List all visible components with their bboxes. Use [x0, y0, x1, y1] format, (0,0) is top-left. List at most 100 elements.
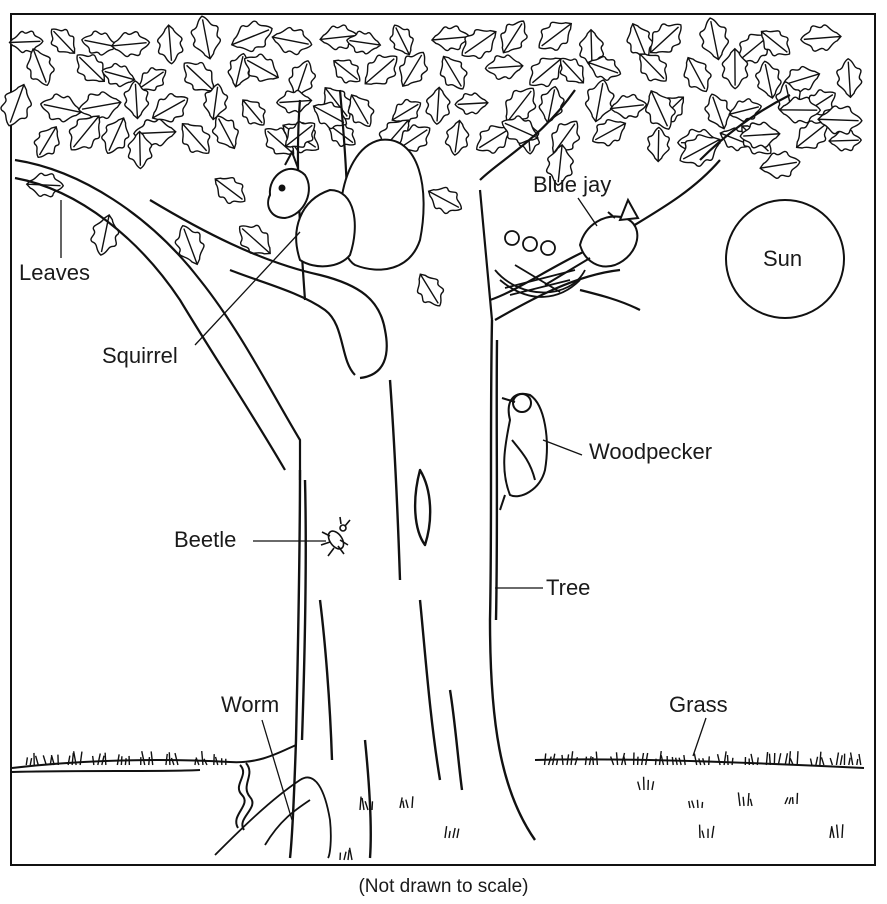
grass-tufts [25, 750, 862, 861]
grass-tuft [716, 751, 734, 766]
grass-tuft [693, 753, 710, 766]
grass-tuft [543, 753, 559, 766]
oak-leaf [190, 15, 221, 60]
oak-leaf [721, 47, 749, 90]
oak-leaf [639, 53, 668, 82]
oak-leaf [101, 62, 136, 88]
label-tree: Tree [546, 575, 591, 600]
blue-jay-illustration [544, 197, 640, 286]
oak-leaf [430, 25, 471, 52]
worm-illustration [235, 762, 254, 831]
oak-leaf [416, 273, 445, 307]
oak-leaf [778, 96, 822, 124]
oak-leaf [817, 105, 863, 135]
grass-tuft [609, 752, 627, 766]
oak-leaf [211, 115, 239, 150]
diagram-caption: (Not drawn to scale) [358, 876, 529, 897]
oak-leaf [454, 92, 489, 115]
blue-jay-leader-line [577, 197, 598, 227]
oak-leaf [795, 120, 829, 149]
grass-tuft [698, 824, 715, 839]
squirrel-illustration [267, 138, 425, 271]
label-beetle: Beetle [174, 527, 237, 552]
oak-leaf [645, 89, 676, 130]
grass-tuft [359, 796, 374, 811]
oak-leaf [836, 57, 863, 99]
grass-tuft [67, 751, 83, 766]
grass-leader-line [692, 717, 707, 757]
oak-leaf [110, 31, 151, 58]
grass-tuft [140, 751, 154, 766]
oak-leaf [800, 24, 842, 52]
oak-leaf [587, 55, 622, 81]
oak-leaf [649, 23, 682, 54]
oak-leaf [699, 17, 730, 61]
grass-tuft [829, 752, 846, 766]
oak-leaf [759, 150, 801, 179]
woodpecker-illustration [499, 392, 548, 511]
oak-leaf [755, 60, 782, 100]
grass-tuft [339, 847, 353, 861]
diagram-frame [10, 13, 876, 866]
oak-leaf [538, 21, 573, 51]
label-woodpecker: Woodpecker [589, 439, 713, 464]
grass-tuft [671, 754, 686, 766]
oak-leaf [33, 126, 60, 158]
oak-leaf [364, 54, 398, 85]
oak-leaf [123, 80, 150, 120]
leader-lines [60, 197, 707, 821]
grass-tuft [688, 799, 704, 809]
grass-tuft [116, 754, 131, 766]
oak-leaf [214, 177, 246, 205]
grass-tuft [632, 752, 649, 766]
grass-tuft [584, 751, 599, 766]
oak-leaf [101, 117, 130, 155]
grass-tuft [784, 792, 799, 805]
oak-leaf [592, 118, 627, 147]
label-worm: Worm [221, 692, 280, 717]
grass-tuft [809, 751, 825, 766]
oak-leaf [127, 130, 153, 170]
oak-leaf [444, 119, 470, 156]
oak-leaf [26, 47, 55, 87]
grass-tuft [637, 776, 655, 791]
oak-leaf [319, 24, 359, 51]
grass-tuft [213, 754, 227, 766]
tree-trunk [288, 319, 536, 859]
oak-leaf [704, 93, 732, 130]
oak-leaf [347, 94, 375, 127]
oak-leaf [484, 54, 524, 80]
oak-leaf [647, 126, 670, 163]
oak-leaf [151, 92, 189, 123]
beetle-illustration [320, 516, 351, 557]
oak-leaf [559, 57, 585, 84]
grass-tuft [765, 751, 782, 766]
oak-leaf [156, 24, 184, 65]
oak-leaf [782, 65, 821, 94]
oak-leaf [76, 54, 105, 83]
oak-leaf [174, 224, 205, 266]
oak-leaf [427, 186, 463, 215]
oak-leaf [271, 26, 313, 56]
oak-leaf [683, 56, 712, 93]
oak-leaf [461, 29, 497, 60]
sun-illustration [725, 199, 845, 319]
grass-tuft [399, 796, 414, 809]
nest-illustration [494, 230, 586, 298]
oak-leaf [333, 59, 361, 84]
oak-leaf [476, 125, 511, 154]
label-grass: Grass [669, 692, 728, 717]
oak-leaf [501, 115, 539, 144]
oak-leaf [391, 98, 422, 124]
grass-tuft [654, 750, 669, 766]
label-squirrel: Squirrel [102, 343, 178, 368]
grass-tuft [165, 752, 179, 766]
oak-leaf [50, 28, 76, 54]
grass-tuft [194, 750, 208, 766]
oak-leaf [828, 129, 863, 152]
oak-leaf [238, 224, 271, 255]
grass-tuft [784, 751, 799, 766]
oak-leaf [389, 24, 414, 56]
worm-leader-line [261, 719, 293, 821]
